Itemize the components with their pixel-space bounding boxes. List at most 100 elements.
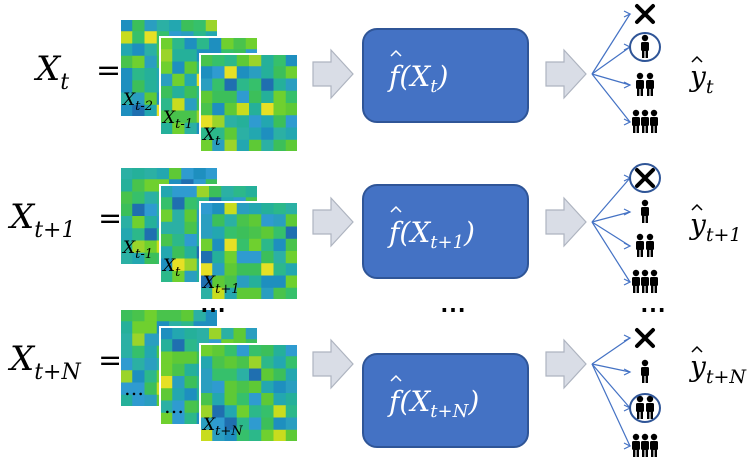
heatmap-cell <box>249 103 262 116</box>
heatmap-cell <box>120 191 133 205</box>
heatmap-cell <box>236 263 250 276</box>
heatmap-cell <box>144 333 158 347</box>
heatmap-cell <box>233 37 247 50</box>
heatmap-cell <box>249 54 262 67</box>
heatmap-cell <box>120 31 133 44</box>
heatmap-cell <box>212 238 225 252</box>
heatmap-cell <box>212 344 225 357</box>
heatmap-cell <box>184 110 198 124</box>
frame-label: … <box>164 394 184 418</box>
heatmap-cell <box>132 68 145 81</box>
heatmap-cell <box>160 388 173 401</box>
person-icon <box>650 269 658 293</box>
heatmap-cell <box>172 339 185 352</box>
heatmap-cell <box>261 54 274 67</box>
heatmap-cell <box>120 68 133 81</box>
heatmap-cell <box>236 405 250 418</box>
output-label: yt+N <box>688 350 747 388</box>
heatmap-cell <box>172 400 185 414</box>
heatmap-cell <box>285 380 299 394</box>
heatmap-cell <box>249 287 262 301</box>
equals-sign: = <box>96 53 121 88</box>
heatmap-cell <box>285 368 299 382</box>
frame-border <box>199 343 299 443</box>
heatmap-cell <box>193 167 207 180</box>
heatmap-cell <box>172 122 185 136</box>
heatmap-cell <box>249 251 262 264</box>
heatmap-cell <box>273 66 287 79</box>
heatmap-cell <box>200 90 213 104</box>
heatmap-cell <box>236 214 250 227</box>
heatmap-cell <box>132 179 145 192</box>
heatmap-cell <box>236 344 250 357</box>
selection-ring <box>629 32 661 62</box>
person-icon <box>636 395 644 419</box>
heatmap-cell <box>156 167 170 180</box>
heatmap-cell <box>236 417 250 431</box>
heatmap-cell <box>160 234 173 247</box>
heatmap-cell <box>144 55 158 69</box>
arrow-to-model <box>312 196 354 248</box>
heatmap-cell <box>224 380 238 394</box>
hat-mark <box>691 203 703 211</box>
heatmap-cell <box>160 98 173 111</box>
hat-mark <box>390 49 402 57</box>
heatmap-cell <box>160 110 173 124</box>
row-3: Xt+N=……Xt+Nf(Xt+N)yt+N <box>7 308 747 457</box>
heatmap-cell <box>132 80 145 93</box>
heatmap-cell <box>132 19 145 32</box>
heatmap-cell <box>160 258 173 272</box>
heatmap-cell <box>200 115 213 128</box>
heatmap-frame: Xt+1 <box>199 201 299 301</box>
heatmap-cell <box>172 363 185 377</box>
person-icon <box>650 433 658 457</box>
person-icon <box>636 233 644 257</box>
heatmap-cell <box>249 202 262 215</box>
heatmap-cell <box>144 104 158 118</box>
heatmap-cell <box>233 327 247 340</box>
heatmap-cell <box>273 90 287 104</box>
person-icon <box>646 395 654 419</box>
heatmap-cell <box>236 115 250 128</box>
heatmap-cell <box>249 417 262 431</box>
frame-label: Xt <box>201 125 221 149</box>
heatmap-cell <box>249 214 262 227</box>
heatmap-cell <box>273 380 287 394</box>
heatmap-cell <box>200 202 213 215</box>
person-icon <box>632 109 640 133</box>
heatmap-cell <box>273 275 287 289</box>
heatmap-cell <box>160 73 173 87</box>
frame-label: Xt+N <box>201 415 243 439</box>
ellipsis: ⋯ <box>440 295 466 325</box>
heatmap-cell <box>236 251 250 264</box>
heatmap-cell <box>200 405 213 418</box>
heatmap-cell <box>212 393 225 406</box>
heatmap-cell <box>200 78 213 92</box>
heatmap-cell <box>184 376 198 389</box>
heatmap-cell <box>172 388 185 401</box>
heatmap-cell <box>120 80 133 93</box>
heatmap-cell <box>172 376 185 389</box>
heatmap-cell <box>236 139 250 153</box>
heatmap-cell <box>169 309 182 322</box>
heatmap-cell <box>249 429 262 443</box>
heatmap-cell <box>172 209 185 223</box>
heatmap-cell <box>261 90 274 104</box>
branch-arrowhead <box>623 118 632 126</box>
ellipsis: ⋯ <box>640 295 666 325</box>
heatmap-cell <box>172 49 185 62</box>
heatmap-cell <box>160 197 173 210</box>
heatmap-cell <box>156 309 170 322</box>
heatmap-cell <box>221 185 234 198</box>
heatmap-cell <box>249 115 262 128</box>
heatmap-cell <box>261 202 274 215</box>
heatmap-cell <box>236 380 250 394</box>
heatmap-cell <box>200 417 213 431</box>
heatmap-cell <box>212 139 225 153</box>
heatmap-cell <box>132 382 145 396</box>
heatmap-cell <box>184 234 198 247</box>
hat-mark <box>390 205 402 213</box>
heatmap-cell <box>273 356 287 369</box>
heatmap-cell <box>273 405 287 418</box>
